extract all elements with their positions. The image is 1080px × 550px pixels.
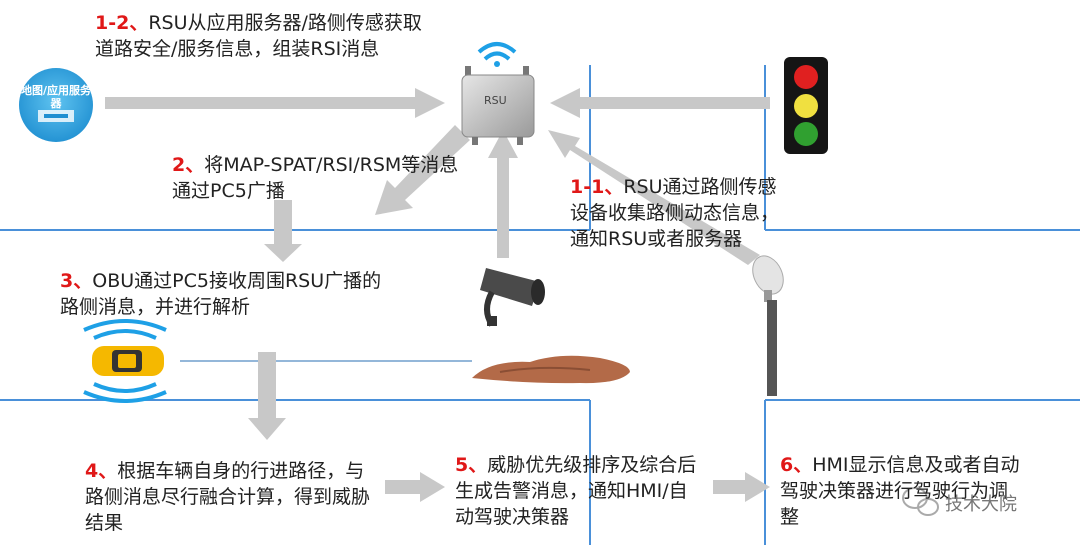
traffic-light-icon bbox=[784, 57, 828, 154]
step-3: 3、OBU通过PC5接收周围RSU广播的路侧消息，并进行解析 bbox=[60, 270, 382, 318]
road-lines bbox=[0, 65, 1080, 545]
arrow-radar-to-rsu bbox=[548, 130, 760, 265]
flow-arrows bbox=[105, 88, 770, 502]
map-server-icon bbox=[19, 68, 93, 142]
arrow-rsu-broadcast bbox=[375, 125, 470, 215]
arrow-map-to-rsu bbox=[105, 88, 445, 118]
arrow-5-to-6 bbox=[713, 472, 770, 502]
radar-icon bbox=[752, 255, 784, 396]
watermark-icon bbox=[902, 487, 939, 516]
map-server-label: 地图/应用服务器 bbox=[20, 84, 92, 110]
rsu-device-icon bbox=[461, 42, 535, 145]
arrow-down-1 bbox=[264, 200, 302, 262]
step-1-2: 1-2、RSU从应用服务器/路侧传感获取道路安全/服务信息，组装RSI消息 bbox=[95, 12, 422, 60]
road-obstacle-icon bbox=[472, 355, 630, 384]
arrow-light-to-rsu bbox=[550, 88, 770, 118]
step-1-1: 1-1、RSU通过路侧传感设备收集路侧动态信息，通知RSU或者服务器 bbox=[570, 176, 780, 250]
step-6: 6、HMI显示信息及或者自动驾驶决策器进行驾驶行为调整 bbox=[780, 454, 1020, 528]
step-2: 2、将MAP-SPAT/RSI/RSM等消息通过PC5广播 bbox=[172, 154, 459, 202]
rsu-label: RSU bbox=[484, 94, 507, 107]
camera-icon bbox=[480, 268, 545, 327]
car-icon bbox=[83, 319, 167, 403]
arrow-down-2 bbox=[248, 352, 286, 440]
watermark-text: 技术大院 bbox=[945, 494, 1017, 515]
arrow-4-to-5 bbox=[385, 472, 445, 502]
step-5: 5、威胁优先级排序及综合后生成告警消息，通知HMI/自动驾驶决策器 bbox=[455, 454, 697, 528]
step-4: 4、根据车辆自身的行进路径，与路侧消息尽行融合计算，得到威胁结果 bbox=[85, 460, 371, 534]
arrow-camera-to-rsu bbox=[488, 130, 518, 258]
